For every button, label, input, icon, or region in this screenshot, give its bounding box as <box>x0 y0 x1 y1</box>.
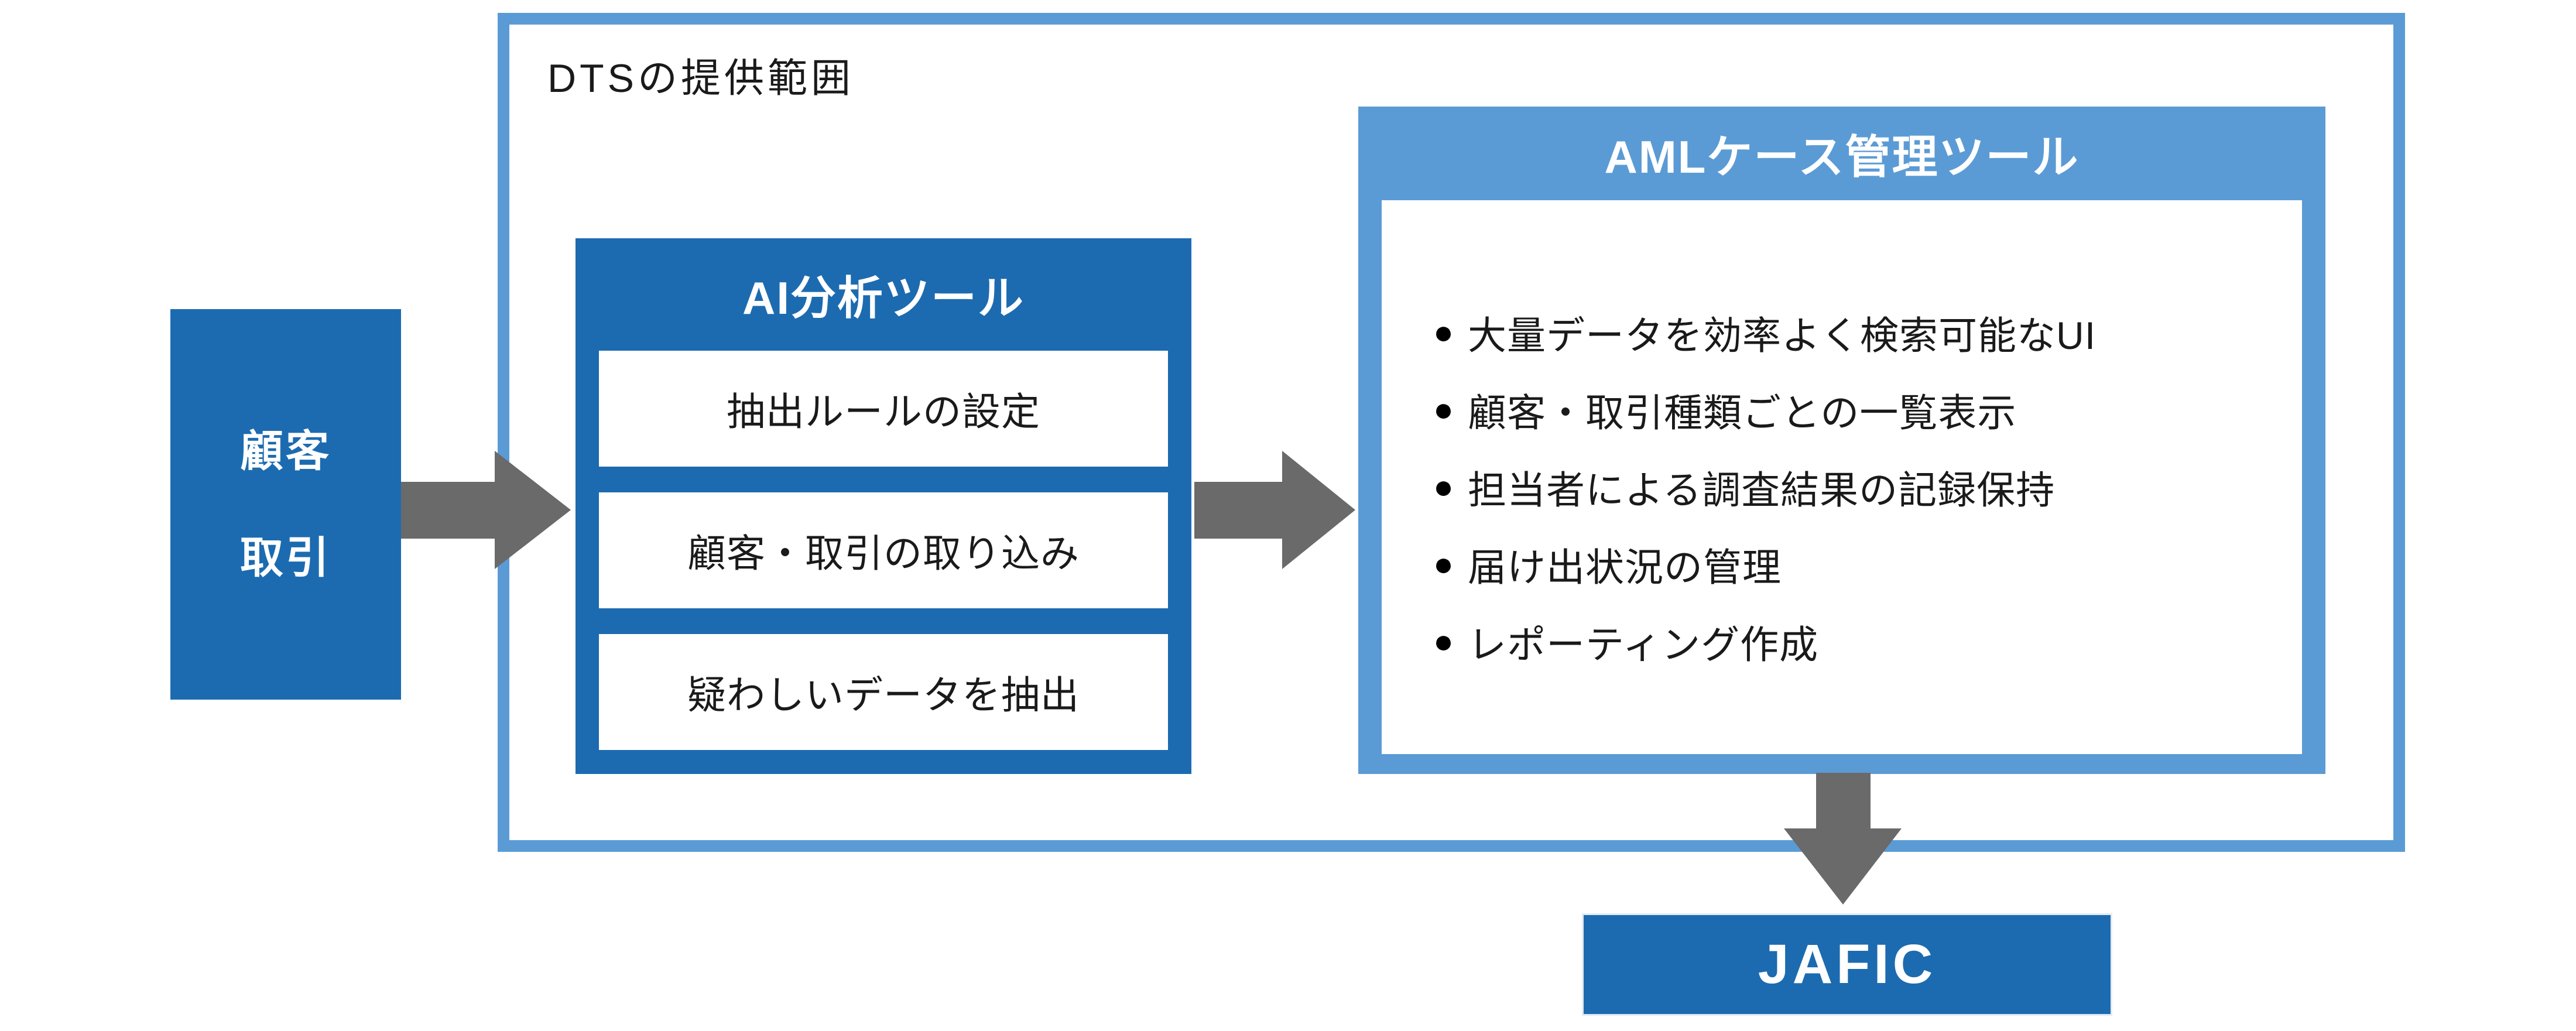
aml-feature-item: ● 届け出状況の管理 <box>1433 526 2279 603</box>
aml-feature-label: 大量データを効率よく検索可能なUI <box>1468 314 2097 357</box>
right-arrow-icon <box>1194 451 1355 569</box>
aml-feature-item: ● 顧客・取引種類ごとの一覧表示 <box>1433 371 2279 448</box>
aml-feature-item: ● 大量データを効率よく検索可能なUI <box>1433 294 2279 371</box>
jafic-box: JAFIC <box>1582 913 2112 1016</box>
bullet-icon: ● <box>1433 313 1454 351</box>
aml-feature-label: 担当者による調査結果の記録保持 <box>1468 468 2056 512</box>
right-arrow-shape <box>401 451 571 569</box>
ai-step-item: 疑わしいデータを抽出 <box>599 634 1168 750</box>
aml-feature-item: ● レポーティング作成 <box>1433 603 2279 680</box>
ai-step-item: 顧客・取引の取り込み <box>599 492 1168 608</box>
bullet-icon: ● <box>1433 622 1454 660</box>
right-arrow-shape <box>1194 451 1355 569</box>
ai-step-label: 抽出ルールの設定 <box>727 390 1040 433</box>
ai-steps-list: 抽出ルールの設定 顧客・取引の取り込み 疑わしいデータを抽出 <box>576 351 1191 750</box>
ai-step-item: 抽出ルールの設定 <box>599 351 1168 467</box>
aml-feature-label: レポーティング作成 <box>1468 623 1819 666</box>
right-arrow-icon <box>401 451 571 569</box>
aml-feature-label: 届け出状況の管理 <box>1468 546 1782 589</box>
ai-analysis-tool-box: AI分析ツール 抽出ルールの設定 顧客・取引の取り込み 疑わしいデータを抽出 <box>576 238 1191 774</box>
customer-transaction-box: 顧客 取引 <box>170 309 401 700</box>
down-arrow-icon <box>1784 773 1902 905</box>
aml-case-management-title: AMLケース管理ツール <box>1604 131 2080 183</box>
transaction-label: 取引 <box>240 533 331 582</box>
aml-feature-list: ● 大量データを効率よく検索可能なUI ● 顧客・取引種類ごとの一覧表示 ● 担… <box>1382 200 2302 754</box>
ai-step-label: 疑わしいデータを抽出 <box>687 673 1080 717</box>
bullet-icon: ● <box>1433 391 1454 429</box>
dts-scope-title: DTSの提供範囲 <box>547 56 855 101</box>
bullet-icon: ● <box>1433 545 1454 583</box>
jafic-label: JAFIC <box>1758 933 1937 995</box>
down-arrow-shape <box>1784 773 1902 905</box>
ai-step-label: 顧客・取引の取り込み <box>687 532 1080 575</box>
aml-case-management-box: AMLケース管理ツール ● 大量データを効率よく検索可能なUI ● 顧客・取引種… <box>1358 107 2325 774</box>
customer-label: 顧客 <box>240 426 331 475</box>
aml-feature-label: 顧客・取引種類ごとの一覧表示 <box>1468 391 2017 434</box>
ai-analysis-tool-title: AI分析ツール <box>742 272 1025 324</box>
aml-feature-item: ● 担当者による調査結果の記録保持 <box>1433 448 2279 526</box>
bullet-icon: ● <box>1433 468 1454 506</box>
